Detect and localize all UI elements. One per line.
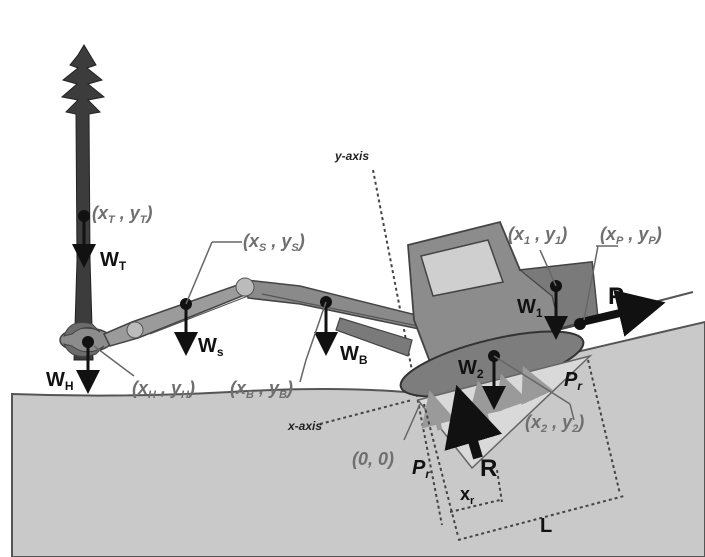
xr-dimension-label: xr bbox=[460, 484, 475, 507]
dimension-lines bbox=[423, 359, 625, 541]
body-weight-label: W1 bbox=[517, 296, 543, 320]
tree-coordinate-label: (xT , yT) bbox=[92, 203, 153, 226]
x-axis-line bbox=[319, 399, 413, 425]
origin-label: (0, 0) bbox=[352, 449, 394, 469]
body-coordinate-label: (x1 , y1) bbox=[508, 224, 567, 247]
track-weight-label: W2 bbox=[458, 357, 484, 381]
tree-weight-label: WT bbox=[100, 249, 127, 273]
pressure-label-left: Pr bbox=[412, 457, 431, 481]
boom-weight-label: WB bbox=[340, 343, 368, 367]
head-weight-label: WH bbox=[46, 369, 74, 393]
track-coordinate-label: (x2 , y2) bbox=[525, 412, 584, 435]
saw-coordinate-label: (xS , yS) bbox=[243, 231, 305, 254]
boom-arm bbox=[102, 277, 426, 357]
saw-weight-label: Ws bbox=[198, 335, 224, 359]
boom-coordinate-label: (xB , yB) bbox=[230, 378, 293, 401]
x-axis-label: x-axis bbox=[287, 419, 322, 433]
reaction-force-arrow bbox=[444, 384, 503, 460]
leader-lines bbox=[93, 241, 618, 441]
y-axis-label: y-axis bbox=[334, 149, 369, 163]
pull-force-label: P bbox=[608, 283, 624, 310]
length-dimension-label: L bbox=[540, 515, 552, 537]
pressure-label-right: Pr bbox=[564, 369, 583, 393]
center-of-mass-dots bbox=[78, 210, 586, 362]
pull-point-coordinate-label: (xP , yP) bbox=[600, 224, 662, 247]
conifer-tree-icon bbox=[60, 44, 106, 361]
weight-arrows bbox=[72, 216, 568, 410]
reaction-force-label: R bbox=[480, 455, 497, 482]
pull-force-arrow bbox=[581, 289, 666, 337]
head-coordinate-label: (xH , yH) bbox=[132, 378, 195, 401]
